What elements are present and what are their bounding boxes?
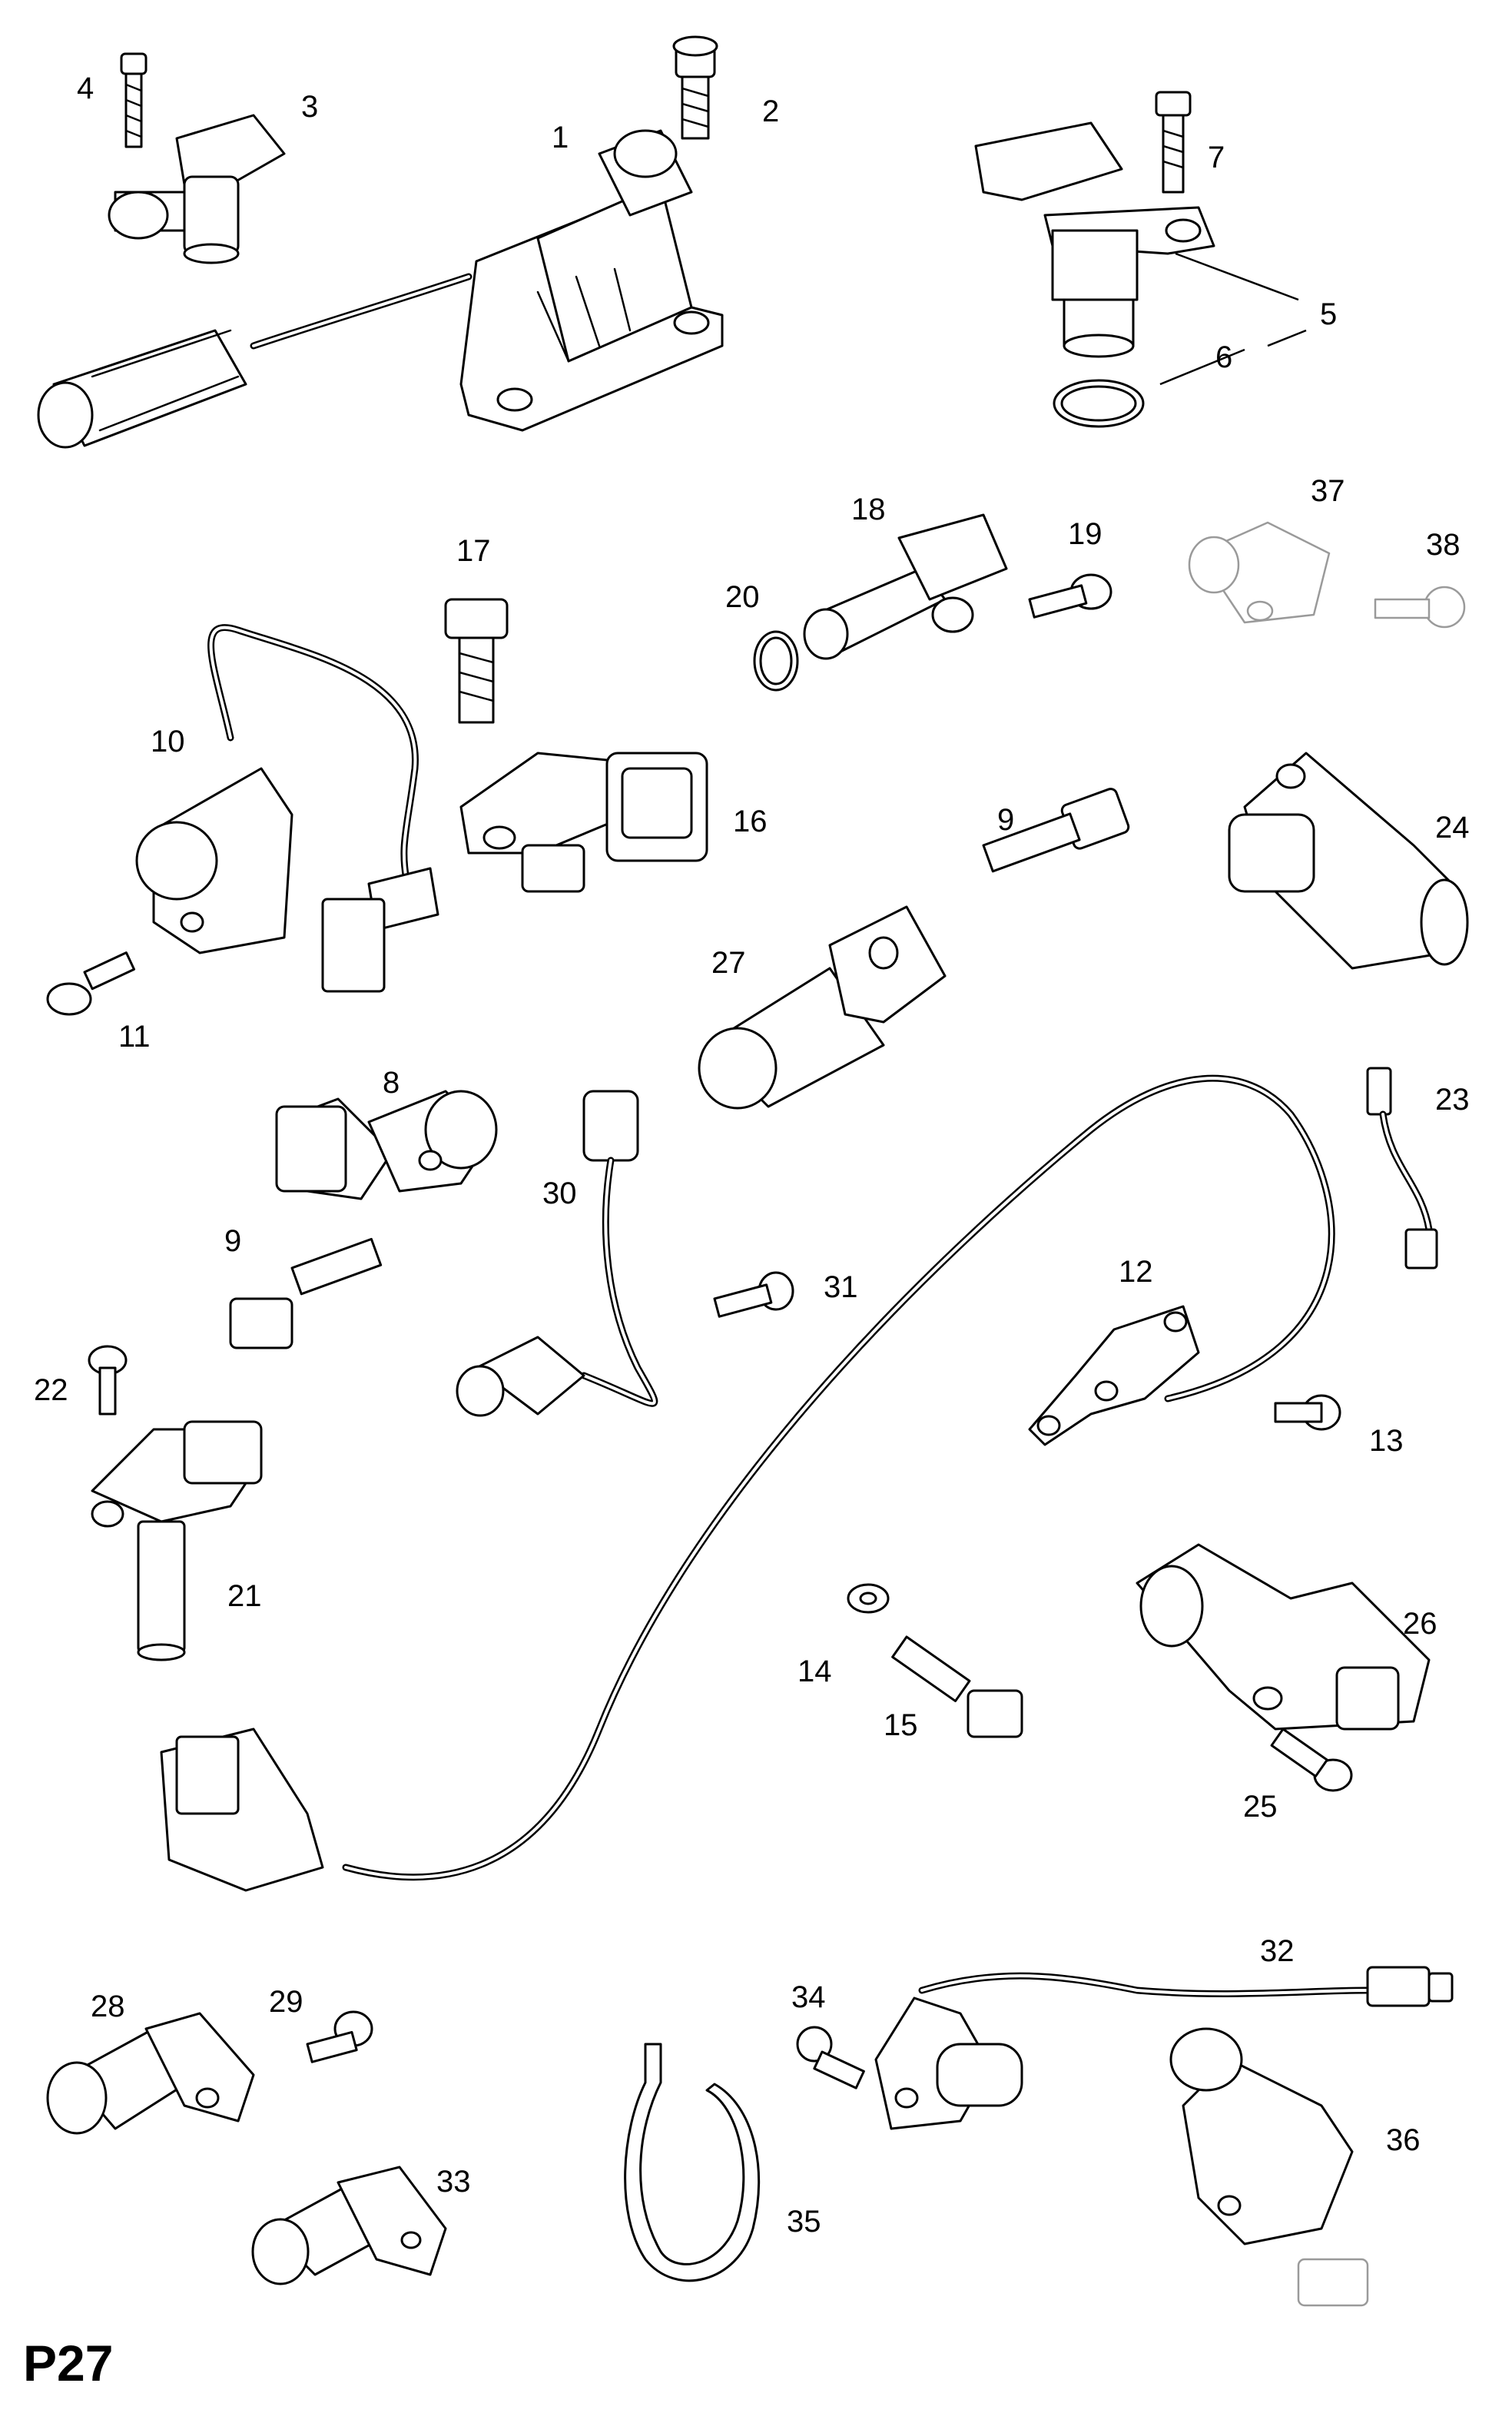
part-21-sensor: [91, 1420, 263, 1661]
part-30-sensor-with-lead: [456, 1090, 658, 1417]
part-33-sensor: [251, 2166, 447, 2285]
part-17-bolt: [444, 598, 509, 724]
part-29-screw: [306, 2010, 373, 2063]
part-32-sensor-with-lead: [874, 1966, 1454, 2130]
callout-14: 14: [797, 1655, 832, 1688]
callout-18: 18: [851, 493, 886, 526]
page-label: P27: [23, 2335, 113, 2391]
callout-15: 15: [884, 1708, 918, 1742]
callout-37: 37: [1311, 474, 1345, 508]
part-5-cam-sensor: [974, 121, 1215, 358]
callout-26: 26: [1403, 1607, 1437, 1641]
part-22-bolt: [88, 1345, 128, 1416]
part-35-cable-tie: [624, 2043, 761, 2282]
callout-32: 32: [1260, 1934, 1295, 1968]
callout-numbers: 1 2 3 4 5 6 7 8 9 9 10 11 12 13 14 15 16…: [34, 71, 1470, 2239]
callout-5: 5: [1320, 297, 1337, 331]
callout-6: 6: [1215, 340, 1232, 374]
part-20-o-ring: [753, 630, 799, 692]
callout-38: 38: [1426, 528, 1461, 562]
part-1-sensor-with-bracket: [37, 129, 724, 449]
part-34-screw: [796, 2026, 865, 2089]
part-37-sensor: [1188, 521, 1331, 624]
part-2-bolt: [672, 35, 718, 140]
callout-16: 16: [733, 805, 768, 838]
part-27-sensor: [698, 905, 947, 1110]
part-9-bolt-lower: [229, 1237, 383, 1349]
part-23-connector-lead: [1366, 1067, 1438, 1270]
callout-13: 13: [1369, 1424, 1404, 1458]
callout-1: 1: [552, 121, 569, 154]
part-13-screw: [1274, 1394, 1341, 1431]
callout-27: 27: [711, 946, 746, 980]
part-10-sensor-with-lead: [135, 624, 439, 993]
callout-10: 10: [151, 725, 185, 758]
callout-3: 3: [301, 90, 318, 124]
callout-12: 12: [1119, 1255, 1153, 1289]
part-38-screw: [1374, 586, 1466, 629]
callout-35: 35: [787, 2205, 821, 2239]
part-28-sensor: [46, 2012, 255, 2135]
callout-8: 8: [383, 1066, 400, 1100]
part-31-screw: [713, 1271, 794, 1318]
callout-7: 7: [1208, 141, 1225, 174]
part-15-bolt: [891, 1635, 1023, 1738]
part-7-bolt: [1155, 91, 1192, 194]
part-14-washer: [847, 1583, 890, 1614]
callout-34: 34: [791, 1980, 826, 2014]
part-6-o-ring: [1053, 379, 1145, 428]
callout-20: 20: [725, 580, 760, 614]
callout-33: 33: [436, 2165, 471, 2199]
callout-31: 31: [824, 1270, 858, 1304]
callout-36: 36: [1386, 2123, 1421, 2157]
callout-25: 25: [1243, 1790, 1278, 1824]
part-19-screw: [1028, 573, 1112, 619]
part-25-bolt: [1270, 1728, 1353, 1792]
callout-9-lower: 9: [224, 1224, 241, 1258]
callout-9-upper: 9: [997, 803, 1014, 837]
callout-29: 29: [269, 1985, 303, 2019]
leader-lines: [1159, 252, 1307, 386]
part-36-sensor-with-bracket: [1169, 2027, 1369, 2307]
part-8-sensor: [275, 1090, 498, 1200]
callout-19: 19: [1068, 517, 1102, 551]
part-9-bolt-upper: [982, 788, 1130, 873]
callout-2: 2: [762, 95, 779, 128]
callout-4: 4: [77, 71, 94, 105]
part-11-screw: [46, 951, 136, 1016]
part-16-sensor: [459, 752, 708, 893]
callout-21: 21: [227, 1579, 262, 1613]
callout-11: 11: [118, 1020, 151, 1054]
callout-22: 22: [34, 1373, 68, 1407]
part-12-bracket-with-harness: [160, 1074, 1335, 1892]
callout-30: 30: [542, 1177, 577, 1210]
part-18-crank-sensor: [803, 513, 1008, 660]
part-26-sensor: [1136, 1543, 1431, 1731]
callout-23: 23: [1435, 1083, 1470, 1117]
part-3-small-sensor: [108, 114, 286, 264]
part-4-small-bolt: [120, 52, 148, 148]
part-24-sensor: [1228, 752, 1469, 970]
callout-17: 17: [456, 534, 491, 568]
callout-28: 28: [91, 1990, 125, 2023]
callout-24: 24: [1435, 811, 1470, 845]
